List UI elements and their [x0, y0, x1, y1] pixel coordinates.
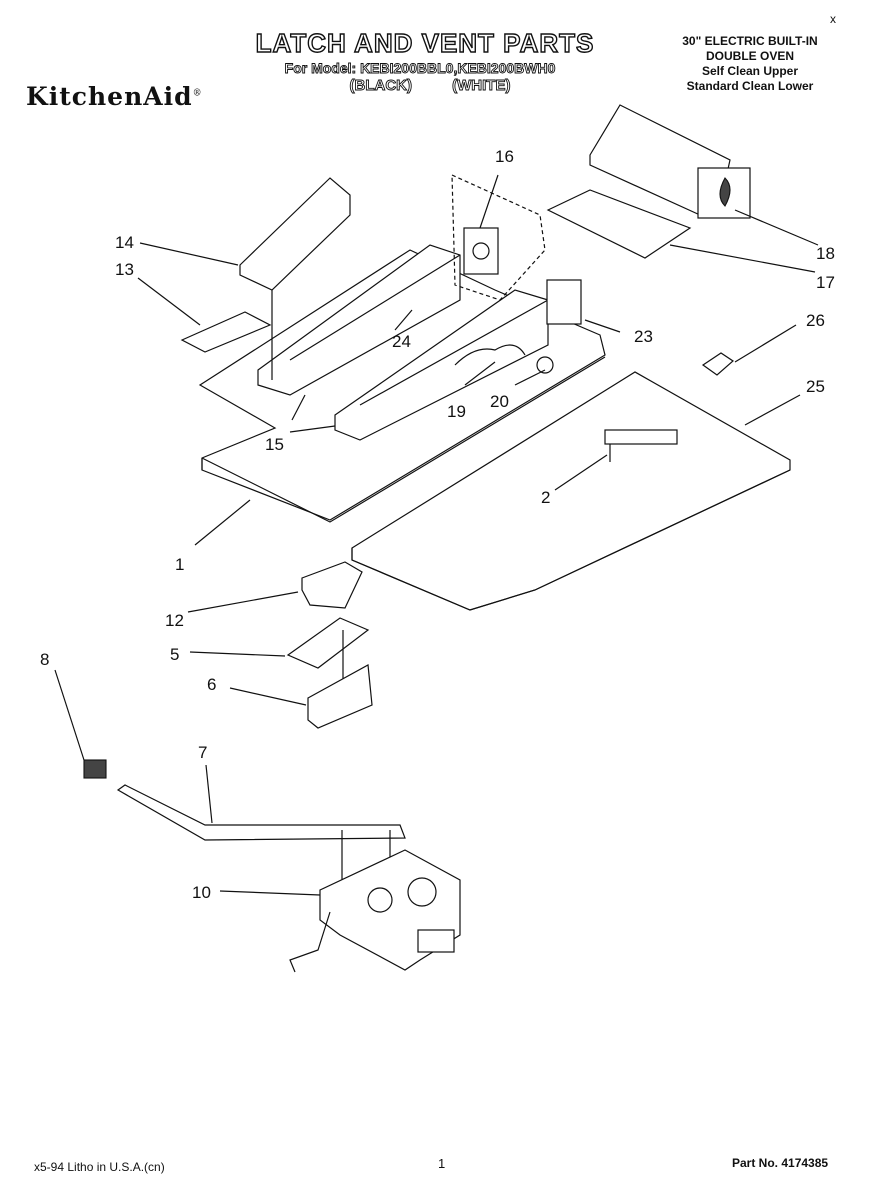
callout-26: 26	[806, 311, 825, 330]
color-variants: (BLACK) (WHITE)	[280, 77, 580, 95]
corner-mark: x	[830, 12, 836, 26]
part-7-rod	[116, 784, 406, 841]
page-number: 1	[438, 1156, 446, 1171]
callout-23: 23	[634, 327, 653, 346]
spec-line-3: Self Clean Upper	[701, 64, 799, 78]
part-26-clip	[701, 352, 734, 376]
part-16-block	[463, 227, 499, 275]
part-15-rail-left	[257, 244, 461, 396]
callout-14: 14	[115, 233, 134, 252]
part-23-bracket	[546, 279, 582, 325]
callout-12: 12	[165, 611, 184, 630]
registered-mark: ®	[192, 88, 203, 99]
leader-lines	[54, 174, 819, 896]
callout-labels: 1 2 5 6 7 8 10 12 13 14 15 16 17 18 19 2…	[40, 147, 835, 902]
page-title: LATCH AND VENT PARTS	[255, 27, 595, 58]
part-20-fitting	[536, 356, 554, 374]
callout-15: 15	[265, 435, 284, 454]
callout-24: 24	[392, 332, 411, 351]
callout-5: 5	[170, 645, 179, 664]
litho-mark: x	[34, 1160, 40, 1174]
callout-10: 10	[192, 883, 211, 902]
callout-6: 6	[207, 675, 216, 694]
callout-16: 16	[495, 147, 514, 166]
part-12-switch	[301, 561, 363, 609]
color-black: (BLACK)	[349, 77, 412, 95]
part-14-duct	[239, 177, 351, 291]
part-6-shield	[307, 664, 373, 729]
color-white: (WHITE)	[452, 77, 511, 95]
brand-name: KitchenAid	[26, 82, 193, 111]
callout-17: 17	[816, 273, 835, 292]
callout-1: 1	[175, 555, 184, 574]
part-8-block	[83, 759, 107, 779]
callout-2: 2	[541, 488, 550, 507]
part-17-bracket	[546, 189, 692, 259]
spec-line-1: 30" ELECTRIC BUILT-IN	[682, 34, 818, 48]
callout-18: 18	[816, 244, 835, 263]
litho-text: 5-94 Litho in U.S.A.(cn)	[40, 1160, 165, 1174]
part-13-plate	[180, 311, 272, 353]
callout-13: 13	[115, 260, 134, 279]
callout-8: 8	[40, 650, 49, 669]
spec-line-2: DOUBLE OVEN	[705, 49, 794, 63]
part-15-rail-right	[334, 289, 549, 441]
part-19-hose	[454, 344, 526, 366]
callout-7: 7	[198, 743, 207, 762]
part-number: Part No. 4174385	[732, 1156, 829, 1170]
part-10-latch-assembly	[289, 849, 461, 973]
part-5-plate	[286, 617, 370, 669]
callout-25: 25	[806, 377, 825, 396]
callout-20: 20	[490, 392, 509, 411]
appliance-spec: 30" ELECTRIC BUILT-IN DOUBLE OVEN Self C…	[650, 34, 850, 94]
callout-19: 19	[447, 402, 466, 421]
spec-line-4: Standard Clean Lower	[686, 79, 814, 93]
part-2-bracket	[604, 429, 678, 445]
brand-logo: KitchenAid®	[26, 82, 203, 111]
model-numbers: For Model: KEBI200BBL0,KEBI200BWH0	[284, 60, 556, 77]
litho-note: x5-94 Litho in U.S.A.(cn)	[34, 1160, 165, 1174]
